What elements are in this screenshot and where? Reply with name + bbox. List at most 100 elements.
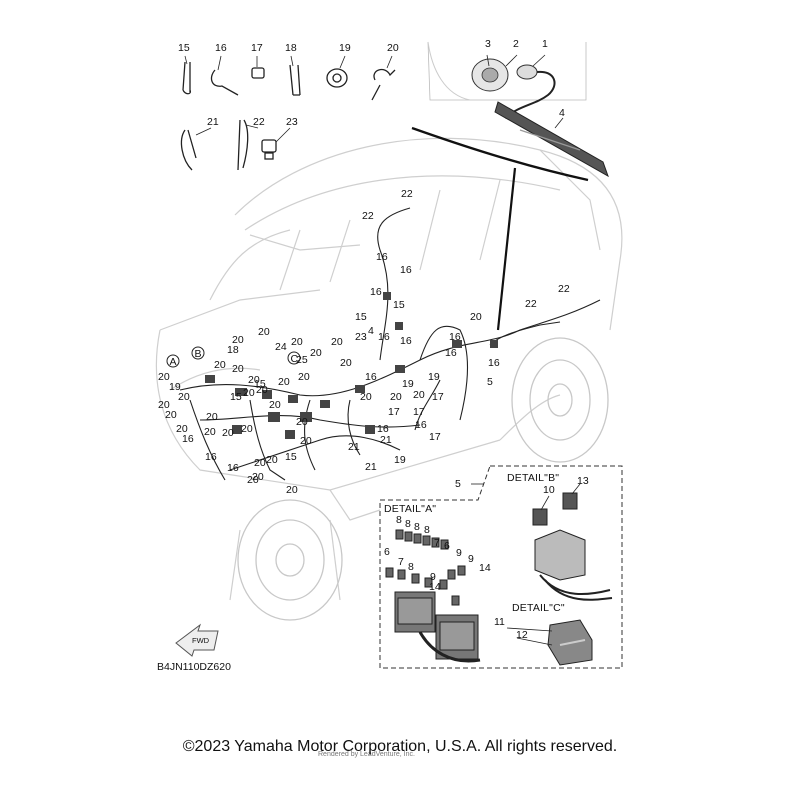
part-number-label: 20 (269, 399, 281, 411)
part-number-label: 17 (429, 431, 441, 443)
part-number-label: 20 (310, 347, 322, 359)
part-number-label: 20 (247, 474, 259, 486)
part-number-label: 20 (331, 336, 343, 348)
part-number-label: 20 (296, 416, 308, 428)
fwd-label: FWD (192, 636, 210, 645)
part-number-label: 7 (398, 556, 404, 568)
part-number-label: 12 (516, 629, 528, 641)
part-number-label: 19 (394, 454, 406, 466)
copyright-text: ©2023 Yamaha Motor Corporation, U.S.A. A… (182, 738, 618, 755)
part-number-label: 20 (256, 384, 268, 396)
part-number-label: 8 (396, 514, 402, 526)
part-number-label: 20 (258, 326, 270, 338)
part-number-label: 20 (387, 42, 399, 54)
part-number-label: 20 (254, 457, 266, 469)
part-number-label: 20 (252, 471, 264, 483)
part-number-label: 13 (577, 475, 589, 487)
part-number-label: 20 (214, 359, 226, 371)
part-number-label: 16 (182, 433, 194, 445)
part-number-label: 20 (291, 336, 303, 348)
part-number-label: 8 (405, 518, 411, 530)
fwd-arrow-icon: FWD (175, 623, 219, 657)
part-number-label: 17 (388, 406, 400, 418)
part-number-label: 20 (298, 371, 310, 383)
detail-c-title: DETAIL"C" (512, 602, 565, 614)
part-number-label: 24 (275, 341, 287, 353)
part-number-label: 15 (254, 378, 266, 390)
part-number-label: 20 (232, 363, 244, 375)
part-number-label: 20 (241, 423, 253, 435)
part-number-label: 22 (401, 188, 413, 200)
part-number-label: 22 (362, 210, 374, 222)
part-number-label: 16 (377, 423, 389, 435)
part-number-label: 16 (227, 462, 239, 474)
part-number-label: 22 (253, 116, 265, 128)
part-number-label: 16 (205, 451, 217, 463)
part-number-label: 6 (444, 540, 450, 552)
part-number-label: 5 (487, 376, 493, 388)
part-number-label: 9 (468, 553, 474, 565)
part-number-label: 16 (215, 42, 227, 54)
credit-text: Rendered by LeadVenture, Inc. (318, 751, 415, 758)
part-number-label: 17 (432, 391, 444, 403)
part-number-label: 7 (434, 537, 440, 549)
part-number-label: 4 (559, 107, 565, 119)
part-number-label: 21 (365, 461, 377, 473)
part-number-label: 11 (494, 616, 505, 628)
part-number-label: 16 (449, 331, 461, 343)
part-number-label: 16 (488, 357, 500, 369)
part-number-label: 20 (360, 391, 372, 403)
detail-a-title: DETAIL"A" (384, 503, 436, 515)
callout-c: C (291, 353, 299, 365)
part-number-label: 15 (178, 42, 190, 54)
callout-a: A (170, 356, 177, 368)
part-number-label: 19 (402, 378, 414, 390)
part-number-label: 16 (378, 331, 390, 343)
detail-c-part (506, 619, 593, 666)
part-number-label: 15 (393, 299, 405, 311)
part-number-label: 9 (430, 571, 436, 583)
part-number-label: 20 (206, 411, 218, 423)
part-number-label: 16 (376, 251, 388, 263)
part-number-label: 20 (158, 371, 170, 383)
part-number-label: 21 (207, 116, 219, 128)
part-number-label: 16 (400, 264, 412, 276)
part-number-label: 4 (368, 325, 374, 337)
part-number-label: 19 (169, 381, 181, 393)
part-number-label: 14 (429, 581, 441, 593)
part-number-label: 8 (414, 521, 420, 533)
part-number-label: 20 (266, 454, 278, 466)
part-number-label: 20 (286, 484, 298, 496)
part-number-label: 22 (525, 298, 537, 310)
part-number-label: 9 (456, 547, 462, 559)
loose-parts (180, 61, 396, 171)
part-number-label: 8 (408, 561, 414, 573)
detail-box (379, 465, 623, 669)
vehicle-outline (155, 137, 623, 601)
part-number-label: 20 (232, 334, 244, 346)
part-number-label: 20 (470, 311, 482, 323)
part-number-label: 19 (339, 42, 351, 54)
part-number-label: 17 (413, 406, 425, 418)
leader-lines (184, 55, 393, 143)
part-number-label: 15 (230, 391, 242, 403)
detail-a-fuse-boxes (385, 529, 481, 663)
part-number-label: 16 (400, 335, 412, 347)
part-number-label: 18 (227, 344, 239, 356)
part-number-label: 10 (543, 484, 555, 496)
part-number-label: 16 (415, 419, 427, 431)
part-number-label: 14 (479, 562, 491, 574)
part-number-label: 16 (445, 347, 457, 359)
part-number-label: 20 (390, 391, 402, 403)
part-number-label: 21 (380, 434, 392, 446)
detail-b-title: DETAIL"B" (507, 472, 559, 484)
front-wheel (237, 499, 343, 621)
tail-lamp-inset (411, 41, 609, 331)
part-number-label: 16 (365, 371, 377, 383)
part-number-label: 20 (165, 409, 177, 421)
part-number-label: 19 (428, 371, 440, 383)
part-number-label: 20 (300, 435, 312, 447)
